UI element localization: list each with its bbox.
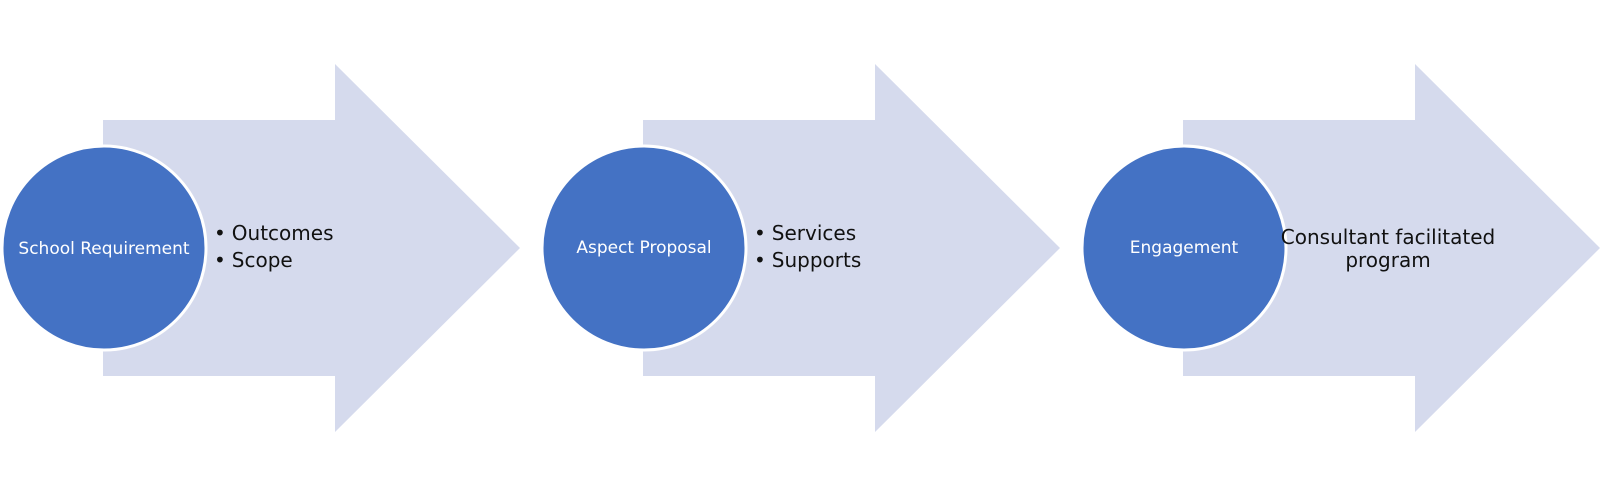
step-1-circle: [0, 144, 208, 352]
step-1-bullet-list: Outcomes Scope: [214, 220, 334, 274]
step-3-arrow-shape: [1183, 64, 1600, 432]
step-2-circle: [540, 144, 748, 352]
step-2-circle-label: Aspect Proposal: [576, 238, 712, 258]
step-1-circle-label: School Requirement: [18, 239, 190, 259]
step-3-circle: [1080, 144, 1288, 352]
step-3-description: Consultant facilitated program: [1280, 225, 1496, 272]
step-3-circle-label: Engagement: [1129, 238, 1239, 258]
step-2-bullet-1: Services: [754, 220, 861, 247]
step-1-bullet-2: Scope: [214, 247, 334, 274]
step-2-bullet-list: Services Supports: [754, 220, 861, 274]
step-1-bullet-1: Outcomes: [214, 220, 334, 247]
step-2-bullet-2: Supports: [754, 247, 861, 274]
